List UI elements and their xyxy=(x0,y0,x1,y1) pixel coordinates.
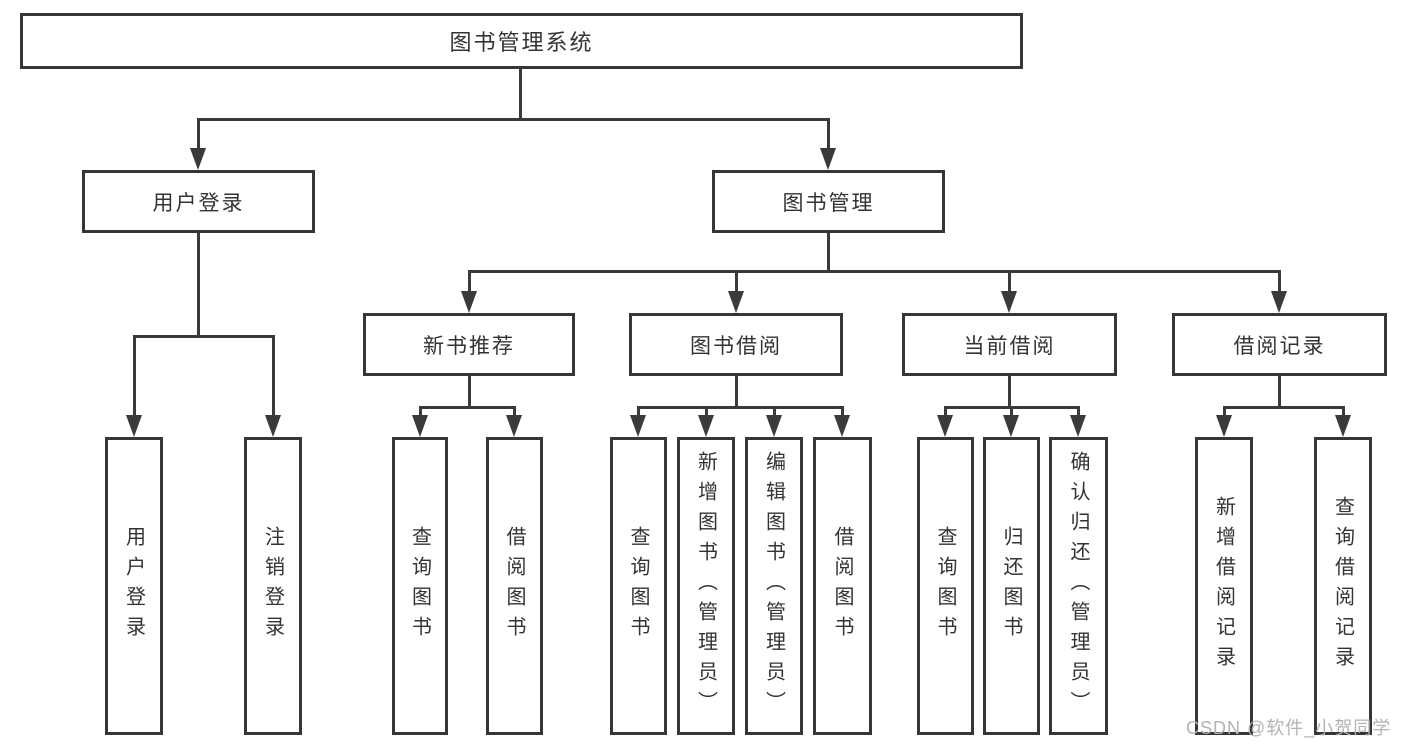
node-br-add: 新增借阅记录 xyxy=(1195,437,1253,735)
node-br-query-label: 查询借阅记录 xyxy=(1331,496,1354,676)
arrowhead-new-book-rec xyxy=(461,291,477,313)
node-bb-add: 新增图书（管理员） xyxy=(677,437,735,735)
node-cb-confirm: 确认归还（管理员） xyxy=(1049,437,1108,735)
arrowhead-br-query xyxy=(1335,415,1351,437)
node-borrow-records-label: 借阅记录 xyxy=(1233,334,1326,358)
arrowhead-br-add xyxy=(1216,415,1232,437)
node-bb-query-label: 查询图书 xyxy=(627,526,649,646)
connector-to-borrow-records xyxy=(1278,270,1281,291)
connector-to-bb-query xyxy=(637,406,640,415)
arrowhead-bb-query xyxy=(630,415,646,437)
node-bb-borrow-label: 借阅图书 xyxy=(831,526,853,646)
connector-to-bb-borrow xyxy=(841,406,844,415)
connector-to-nb-query xyxy=(419,406,422,415)
connector-to-nb-borrow xyxy=(513,406,516,415)
arrowhead-ul-login xyxy=(126,415,142,437)
connector-to-cb-confirm xyxy=(1077,406,1080,415)
connector-to-ul-logout xyxy=(272,335,275,415)
connector-to-book-borrow xyxy=(735,270,738,291)
node-cb-query: 查询图书 xyxy=(917,437,974,735)
connector-bb-stem xyxy=(735,376,738,406)
node-book-borrow: 图书借阅 xyxy=(629,313,843,376)
arrowhead-cb-query xyxy=(937,415,953,437)
connector-root-branch xyxy=(197,118,830,121)
node-br-query: 查询借阅记录 xyxy=(1314,437,1372,735)
connector-to-br-query xyxy=(1342,406,1345,415)
node-ul-login: 用户登录 xyxy=(105,437,163,735)
connector-to-user-login xyxy=(197,118,200,148)
arrowhead-current-borrow xyxy=(1001,291,1017,313)
node-bb-edit-label: 编辑图书（管理员） xyxy=(762,451,785,721)
node-bb-borrow: 借阅图书 xyxy=(813,437,872,735)
node-br-add-label: 新增借阅记录 xyxy=(1212,496,1235,676)
arrowhead-bb-edit xyxy=(766,415,782,437)
node-book-mgmt-label: 图书管理 xyxy=(782,191,875,215)
node-root-label: 图书管理系统 xyxy=(449,30,594,55)
node-new-book-rec-label: 新书推荐 xyxy=(423,334,515,358)
node-book-borrow-label: 图书借阅 xyxy=(690,334,782,358)
arrowhead-cb-return xyxy=(1003,415,1019,437)
connector-root-stem xyxy=(519,69,522,118)
connector-to-cb-return xyxy=(1010,406,1013,415)
node-new-book-rec: 新书推荐 xyxy=(363,313,575,376)
node-user-login: 用户登录 xyxy=(82,170,315,233)
arrowhead-nb-borrow xyxy=(506,415,522,437)
connector-user-login-branch xyxy=(133,335,275,338)
connector-br-stem xyxy=(1278,376,1281,406)
node-root: 图书管理系统 xyxy=(20,13,1023,69)
arrowhead-nb-query xyxy=(412,415,428,437)
connector-to-book-mgmt xyxy=(827,118,830,148)
node-bb-add-label: 新增图书（管理员） xyxy=(694,451,717,721)
node-user-login-label: 用户登录 xyxy=(152,191,245,215)
node-current-borrow-label: 当前借阅 xyxy=(963,334,1056,358)
connector-book-mgmt-branch xyxy=(468,270,1281,273)
csdn-watermark: CSDN @软件_小贺同学 xyxy=(1186,718,1392,738)
node-bb-edit: 编辑图书（管理员） xyxy=(745,437,803,735)
connector-nb-branch xyxy=(419,406,516,409)
connector-to-cb-query xyxy=(944,406,947,415)
connector-user-login-stem xyxy=(197,233,200,335)
arrowhead-ul-logout xyxy=(265,415,281,437)
connector-br-branch xyxy=(1223,406,1345,409)
arrowhead-cb-confirm xyxy=(1070,415,1086,437)
node-book-mgmt: 图书管理 xyxy=(712,170,945,233)
node-cb-query-label: 查询图书 xyxy=(934,526,956,646)
node-borrow-records: 借阅记录 xyxy=(1172,313,1387,376)
connector-bb-branch xyxy=(637,406,844,409)
connector-to-br-add xyxy=(1223,406,1226,415)
connector-cb-stem xyxy=(1008,376,1011,406)
arrowhead-user-login xyxy=(190,148,206,170)
arrowhead-borrow-records xyxy=(1271,291,1287,313)
connector-book-mgmt-stem xyxy=(827,233,830,273)
node-ul-logout: 注销登录 xyxy=(244,437,302,735)
node-nb-query-label: 查询图书 xyxy=(408,526,431,646)
node-current-borrow: 当前借阅 xyxy=(902,313,1117,376)
node-cb-return-label: 归还图书 xyxy=(1000,526,1022,646)
node-nb-borrow: 借阅图书 xyxy=(486,437,543,735)
node-ul-login-label: 用户登录 xyxy=(122,526,145,646)
connector-to-new-book-rec xyxy=(468,270,471,291)
connector-to-current-borrow xyxy=(1008,270,1011,291)
node-nb-query: 查询图书 xyxy=(392,437,448,735)
arrowhead-book-borrow xyxy=(728,291,744,313)
node-ul-logout-label: 注销登录 xyxy=(261,526,284,646)
arrowhead-book-mgmt xyxy=(820,148,836,170)
connector-to-ul-login xyxy=(133,335,136,415)
connector-to-bb-add xyxy=(705,406,708,415)
connector-to-bb-edit xyxy=(773,406,776,415)
arrowhead-bb-borrow xyxy=(834,415,850,437)
node-cb-confirm-label: 确认归还（管理员） xyxy=(1067,451,1089,721)
arrowhead-bb-add xyxy=(698,415,714,437)
connector-nb-stem xyxy=(468,376,471,406)
node-cb-return: 归还图书 xyxy=(983,437,1040,735)
node-bb-query: 查询图书 xyxy=(610,437,667,735)
node-nb-borrow-label: 借阅图书 xyxy=(503,526,525,646)
